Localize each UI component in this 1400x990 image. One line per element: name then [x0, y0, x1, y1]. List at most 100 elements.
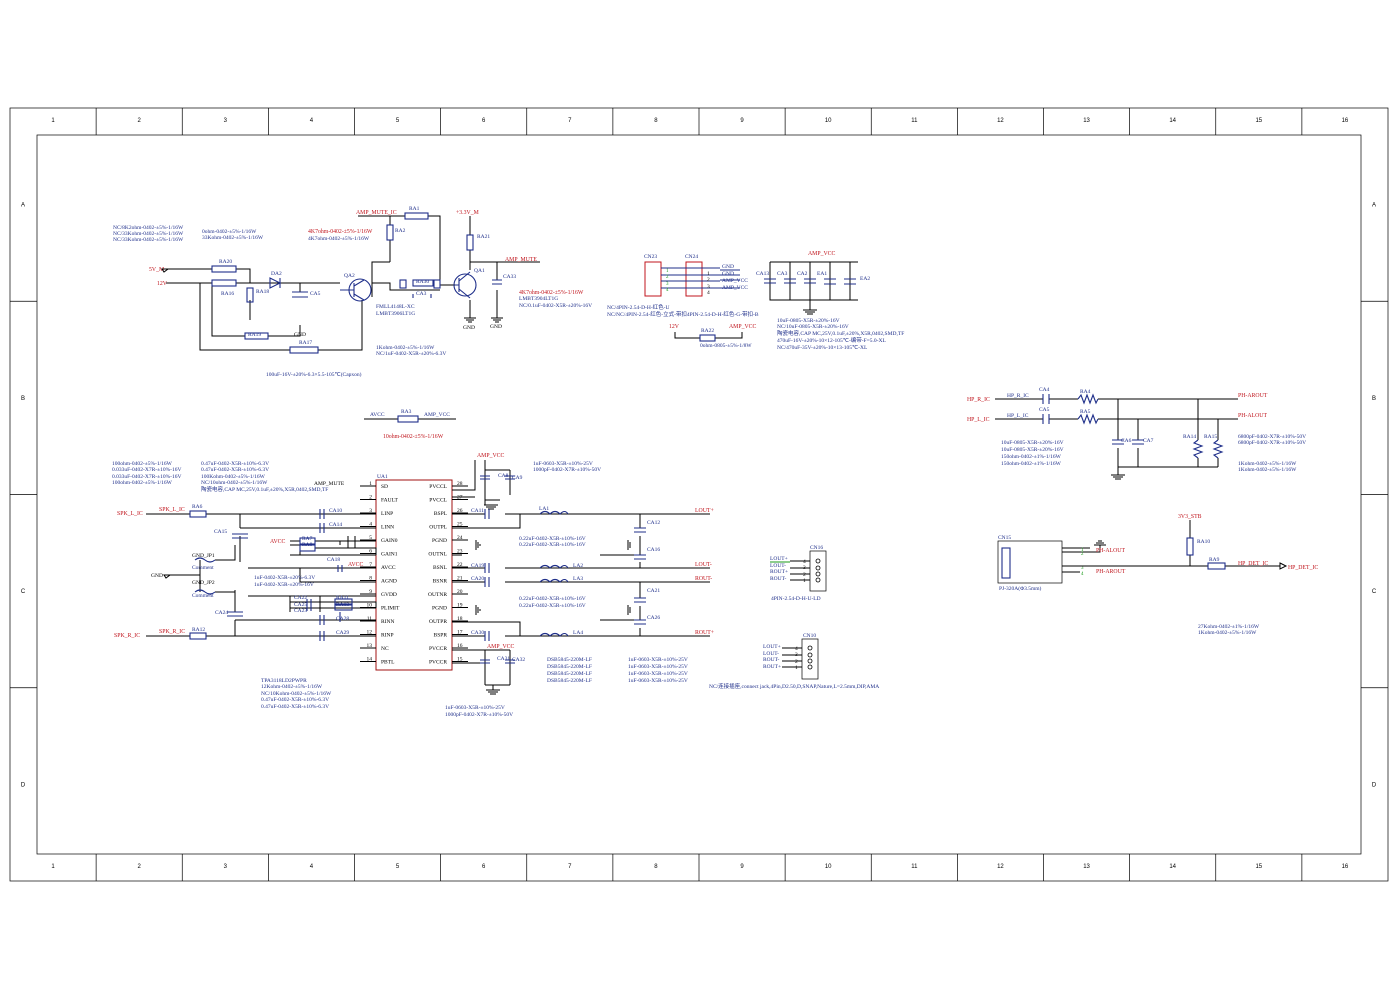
grid-col-label: 10: [825, 864, 832, 870]
hp-shunt-resistors: [1192, 439, 1224, 459]
amplifier-section: 100ohm-0402-±5%-1/16W 0.033uF-0402-X7R-±…: [112, 453, 714, 718]
grid-col-label: 5: [396, 118, 400, 124]
ind-cap-note-2: 1uF-0603-X5R-±10%-25V: [628, 664, 688, 670]
ampvcc-decoupling: AMP_VCC CA13 CA3 CA2 EA1 EA2 10uF-0805-X…: [756, 251, 904, 351]
output-gnd-symbols: [475, 540, 631, 615]
ref-ra4: RA4: [1080, 389, 1091, 395]
ref-ca30: CA30: [471, 630, 484, 636]
amp-part-note-1: 12Kohm-0402-±5%-1/16W: [261, 684, 323, 690]
amp-supply-wires-top: [452, 460, 511, 505]
ref-ra2: RA2: [395, 228, 406, 234]
amp-top-note-2: 1000pF-0402-X7R-±10%-50V: [533, 467, 601, 473]
grid-row-label: A: [21, 203, 25, 209]
cn10-note: NC/连接插座,connect jack,4Pin,D2.50,D,SNAP,N…: [709, 682, 879, 690]
ref-ra30: RA30: [416, 279, 429, 285]
ref-ca2: CA2: [797, 271, 808, 277]
ref-ra12: RA12: [192, 627, 205, 633]
ra22-note: 0ohm-0805-±5%-1/8W: [700, 343, 752, 349]
ref-la4: LA4: [573, 630, 583, 636]
gnd-ca33: GND: [490, 324, 502, 330]
net-ampvcc-ra22: AMP_VCC: [729, 324, 757, 330]
cn15-body: [997, 540, 1063, 584]
amp-note-mid-2: 0.47uF-0402-X5R-±10%-6.3V: [201, 467, 269, 473]
ua1-pin-number-right: 17: [457, 630, 463, 636]
ua1-body: [375, 479, 453, 671]
ind-cap-note-1: 1uF-0603-X5R-±10%-25V: [628, 657, 688, 663]
ra2-resistor: [386, 224, 394, 241]
ua1-pin-name-left: LINP: [381, 511, 393, 517]
cn10-body: [801, 638, 819, 680]
ua1-pin-number-right: 28: [457, 481, 463, 487]
gnd-left-port: [163, 574, 172, 579]
ref-ca18: CA18: [327, 557, 340, 563]
gnd-label-mute: GND: [294, 332, 306, 338]
ref-ca11: CA11: [471, 508, 484, 514]
ref-ca7: CA7: [1143, 438, 1154, 444]
cn10-label-3: ROUT-: [763, 657, 779, 663]
avcc-filter: AVCC RA3 AMP_VCC 10ohm-0402-±5%-1/16W: [364, 409, 456, 440]
ua1-pin-number-right: 15: [457, 657, 463, 663]
ref-ca29: CA29: [336, 630, 349, 636]
bootstrap-caps: [484, 509, 490, 641]
ra10-resistor: [1186, 537, 1194, 556]
ra20-resistor: [211, 265, 237, 273]
net-rout-minus: ROUT-: [695, 576, 712, 582]
net-lout-plus: LOUT+: [695, 508, 714, 514]
jp2-comment: Comment: [192, 593, 214, 599]
cn16-pad-1: [815, 558, 821, 564]
ua1-pin-number-right: 16: [457, 643, 463, 649]
ua1-pin-number-left: 13: [367, 643, 373, 649]
hp-series-caps: [1042, 394, 1050, 424]
ind-note-2: DSB5845-220M-LF: [547, 664, 592, 670]
net-12v-ra22: 12V: [669, 324, 680, 330]
mute-note-blue: 4K7ohm-0402-±5%-1/16W: [308, 236, 370, 242]
jack-det-wires: [1080, 520, 1280, 567]
ref-ra16: RA16: [221, 291, 234, 297]
part-diode: FMLL4148L-XC: [376, 304, 415, 310]
caps-wires: [769, 261, 858, 310]
ua1-pin-name-left: RINN: [381, 619, 394, 625]
ref-ca3: CA3: [416, 291, 427, 297]
ua1-pin-number-left: 10: [367, 603, 373, 609]
cn15-plug-icon: [1001, 547, 1011, 579]
amp-bottom-note-1: 1uF-0603-X5R-±10%-25V: [445, 705, 505, 711]
cn23-pin3: 3: [666, 282, 669, 287]
ca8-ca9-plates: [480, 475, 515, 480]
grid-col-label: 13: [1083, 864, 1090, 870]
gnd-jp2: GND_JP2: [192, 580, 215, 586]
mute-note-mid-1: 0ohm-0402-±5%-1/16W: [202, 229, 257, 235]
grid-col-label: 2: [138, 118, 142, 124]
ind-note-1: DSB5845-220M-LF: [547, 657, 592, 663]
ind-note-4: DSB5845-220M-LF: [547, 678, 592, 684]
grid-col-label: 2: [138, 864, 142, 870]
net-ampvcc-bottom: AMP_VCC: [487, 644, 515, 650]
qa2-leads: [340, 279, 365, 301]
ua1-pin-number-right: 18: [457, 616, 463, 622]
ref-cn10: CN10: [803, 633, 816, 639]
grid-col-label: 15: [1255, 864, 1262, 870]
ref-ca24: CA24: [215, 610, 228, 616]
ref-la1: LA1: [539, 506, 549, 512]
cn24-body: [685, 261, 703, 297]
mute-wires-q1: [469, 216, 540, 318]
cn16-label-1: LOUT+: [770, 556, 788, 562]
jack-note-1: 27Kohm-0402-±1%-1/16W: [1198, 624, 1260, 630]
ind-cap-note-3: 1uF-0603-X5R-±10%-25V: [628, 671, 688, 677]
cn10-label-2: LOUT-: [763, 651, 779, 657]
caps-plates: [764, 278, 856, 285]
cn23-pin4: 4: [666, 288, 669, 293]
ra30-pad-left: [399, 279, 407, 289]
cn15-pin-2: 2: [1081, 552, 1084, 557]
qa1-transistor-icon: [453, 273, 477, 297]
net-hp-r-ic: HP_R_IC: [967, 397, 990, 403]
ua1-pin-name-right: OUTPL: [429, 525, 447, 531]
mute-note-left-1: NC/8K2ohm-0402-±5%-1/16W: [113, 225, 184, 231]
cn15-gnd: [1094, 540, 1106, 546]
mute-note-red: 4K7ohm-0402-±5%-1/16W: [308, 229, 373, 235]
cn-wires: [661, 267, 740, 289]
grid-col-label: 14: [1169, 864, 1176, 870]
grid-col-label: 7: [568, 118, 572, 124]
cn16-body: [809, 550, 827, 592]
cn10-label-1: LOUT+: [763, 644, 781, 650]
